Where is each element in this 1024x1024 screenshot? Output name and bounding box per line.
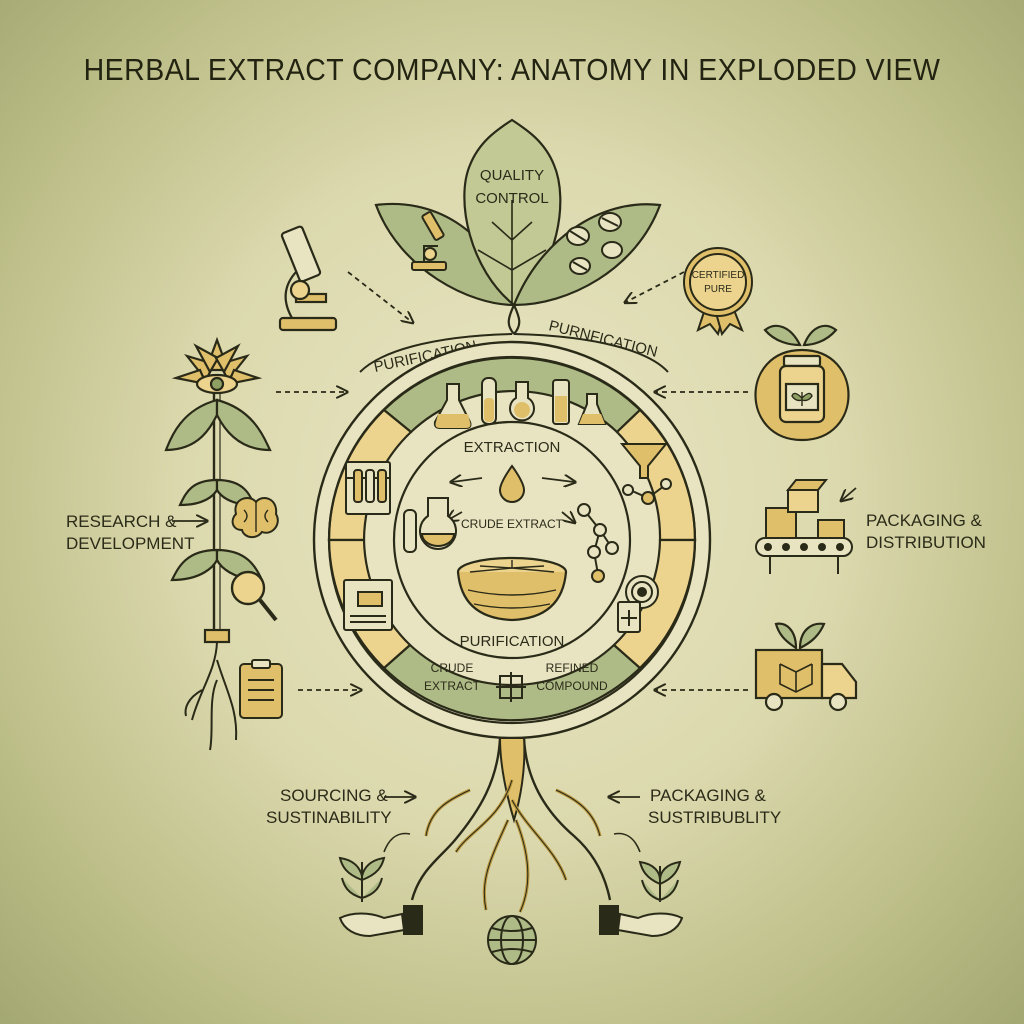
globe-icon bbox=[487, 915, 537, 965]
certified-label-2: PURE bbox=[704, 284, 732, 295]
tube-rack-icon bbox=[345, 461, 391, 515]
molecule-icon bbox=[577, 503, 619, 583]
packaging-distribution-label-1: PACKAGING & bbox=[866, 511, 983, 530]
lab-flasks-icon bbox=[433, 377, 607, 429]
funnel-molecule-icon bbox=[619, 443, 672, 505]
hand-sprout-left-icon bbox=[338, 832, 423, 938]
droplet-icon bbox=[498, 464, 526, 503]
ring-bottom-segment bbox=[382, 643, 642, 722]
magnifier-icon bbox=[230, 570, 278, 622]
delivery-truck-icon bbox=[754, 622, 858, 712]
quality-control-label-1: QUALITY bbox=[480, 167, 544, 184]
product-jar-icon bbox=[754, 324, 850, 442]
target-beaker-icon bbox=[617, 575, 659, 633]
press-machine-icon bbox=[343, 579, 393, 631]
crude-extract-center-label: CRUDE EXTRACT bbox=[461, 517, 564, 531]
extract-bowl-icon bbox=[456, 556, 568, 622]
refined-compound-label-1: REFINED bbox=[546, 661, 599, 675]
packaging-sustainability-label-2: SUSTRIBUBLITY bbox=[648, 808, 781, 827]
crosshair-icon bbox=[496, 672, 526, 702]
packaging-distribution-label-2: DISTRIBUTION bbox=[866, 533, 986, 552]
hand-sprout-right-icon bbox=[599, 832, 684, 938]
top-leaves bbox=[359, 118, 669, 373]
inner-flasks-icon bbox=[403, 497, 457, 553]
brain-icon bbox=[231, 497, 279, 538]
diagram-title: HERBAL EXTRACT COMPANY: ANATOMY IN EXPLO… bbox=[83, 52, 941, 87]
crude-extract-label-2: EXTRACT bbox=[424, 679, 481, 693]
purification-inner-label: PURIFICATION bbox=[460, 633, 565, 650]
certified-label-1: CERTIFIED bbox=[692, 270, 745, 281]
sourcing-label-1: SOURCING & bbox=[280, 786, 388, 805]
research-label-1: RESEARCH & bbox=[66, 512, 177, 531]
microscope-icon bbox=[411, 211, 447, 271]
refined-compound-label-2: COMPOUND bbox=[536, 679, 608, 693]
main-root-icon bbox=[410, 737, 612, 913]
clipboard-icon bbox=[239, 659, 283, 719]
conveyor-icon bbox=[755, 479, 853, 574]
crude-extract-label-1: CRUDE bbox=[431, 661, 474, 675]
research-label-2: DEVELOPMENT bbox=[66, 534, 194, 553]
sourcing-label-2: SUSTINABILITY bbox=[266, 808, 392, 827]
packaging-sustainability-label-1: PACKAGING & bbox=[650, 786, 767, 805]
certified-badge-icon bbox=[683, 247, 753, 337]
quality-control-label-2: CONTROL bbox=[475, 190, 548, 207]
flower-plant-icon bbox=[164, 336, 272, 751]
extraction-label: EXTRACTION bbox=[464, 439, 561, 456]
pills-icon bbox=[566, 212, 623, 275]
lab-microscope-icon bbox=[278, 225, 338, 332]
flower-head bbox=[171, 336, 263, 395]
right-leaf bbox=[512, 203, 662, 307]
